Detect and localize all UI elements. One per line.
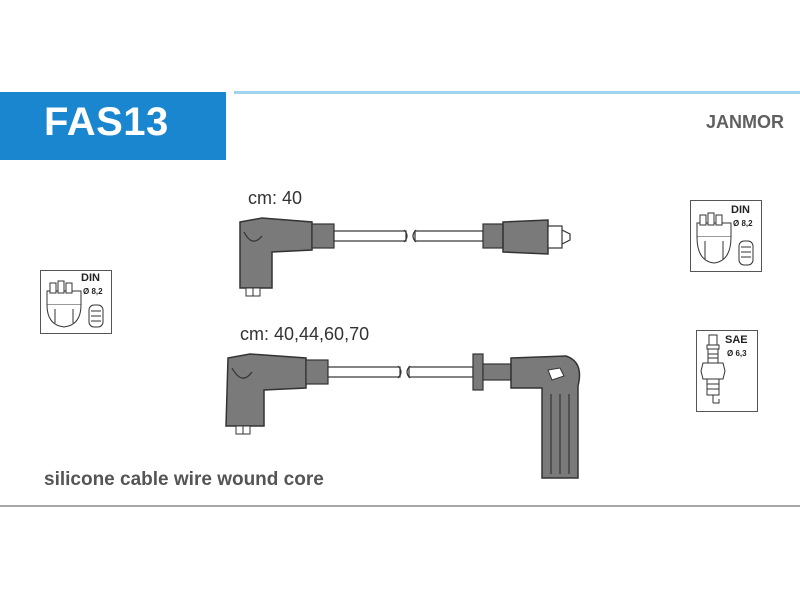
connector-left-diameter: Ø 8,2 <box>83 287 103 296</box>
header-rule <box>234 91 800 94</box>
connector-box-left: DIN Ø 8,2 <box>40 270 112 334</box>
cable-1-wire <box>333 229 484 243</box>
connector-box-top-right: DIN Ø 8,2 <box>690 200 762 272</box>
distributor-cap-icon <box>696 212 754 266</box>
product-code-banner <box>0 92 226 160</box>
cable-1-length: cm: 40 <box>248 188 303 208</box>
cable-1 <box>239 217 571 297</box>
cable-2-length: cm: 40,44,60,70 <box>240 324 370 344</box>
distributor-cap-icon <box>46 280 104 328</box>
connector-box-bottom-right: SAE Ø 6,3 <box>696 330 758 412</box>
connector-bottom-right-standard: SAE <box>725 334 748 346</box>
cable-2-wire <box>327 365 474 379</box>
connector-left-standard: DIN <box>81 272 100 284</box>
cable-1-coil-boot <box>482 219 571 255</box>
brand-name: JANMOR <box>705 112 784 132</box>
cable-2 <box>225 353 581 479</box>
cable-description: silicone cable wire wound core <box>44 469 324 490</box>
cable-1-distributor-boot <box>239 217 335 297</box>
connector-bottom-right-diameter: Ø 6,3 <box>727 349 747 358</box>
footer-rule <box>0 505 800 507</box>
connector-top-right-standard: DIN <box>731 204 750 216</box>
product-code: FAS13 <box>44 100 169 144</box>
connector-top-right-diameter: Ø 8,2 <box>733 219 753 228</box>
cable-2-distributor-boot <box>225 353 329 435</box>
cable-2-plug-boot <box>472 353 581 479</box>
spark-plug-icon <box>700 334 726 404</box>
